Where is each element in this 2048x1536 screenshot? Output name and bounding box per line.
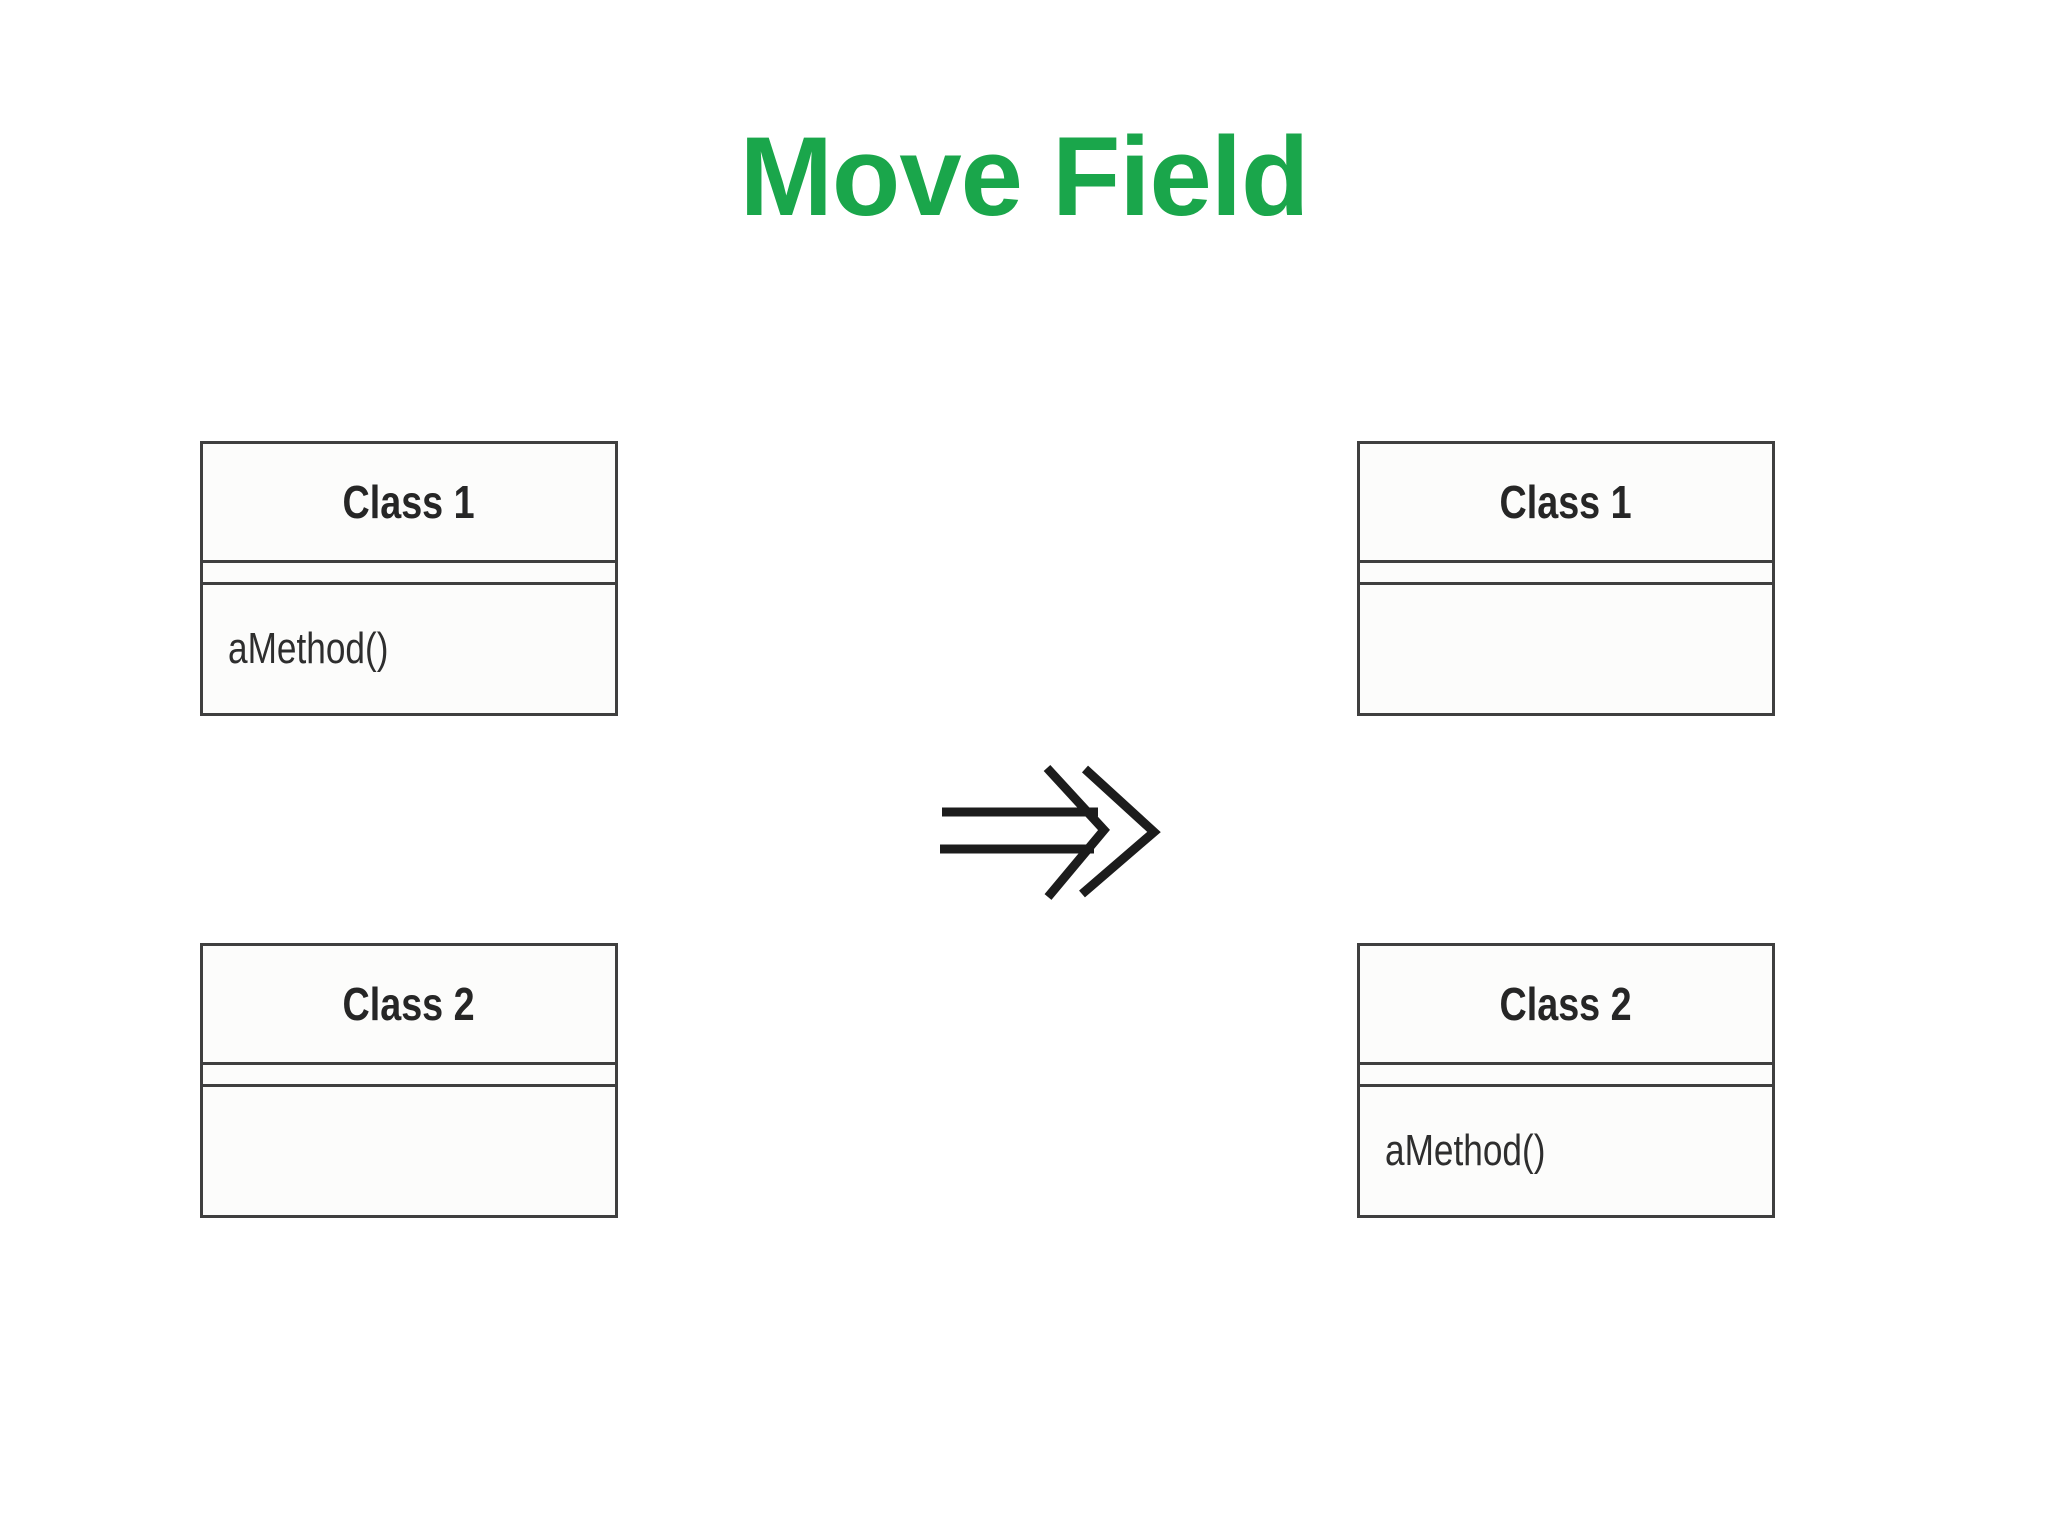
class-name: Class 2 bbox=[342, 978, 476, 1030]
class-attributes-compartment bbox=[1360, 563, 1772, 585]
class-methods-compartment: aMethod() bbox=[203, 585, 615, 713]
class-name-compartment: Class 2 bbox=[203, 946, 615, 1065]
class-name: Class 1 bbox=[342, 476, 476, 528]
class-name-compartment: Class 1 bbox=[1360, 444, 1772, 563]
class-methods-compartment bbox=[1360, 585, 1772, 713]
class-method: aMethod() bbox=[228, 624, 389, 673]
uml-class-box-after-class1: Class 1 bbox=[1357, 441, 1775, 716]
class-name-compartment: Class 1 bbox=[203, 444, 615, 563]
uml-class-box-before-class1: Class 1 aMethod() bbox=[200, 441, 618, 716]
class-methods-compartment: aMethod() bbox=[1360, 1087, 1772, 1215]
class-methods-compartment bbox=[203, 1087, 615, 1215]
class-method: aMethod() bbox=[1385, 1126, 1546, 1175]
class-attributes-compartment bbox=[203, 1065, 615, 1087]
slide-title: Move Field bbox=[739, 114, 1310, 239]
double-chevron-right-arrow-icon bbox=[940, 764, 1161, 900]
class-name: Class 1 bbox=[1499, 476, 1633, 528]
class-name-compartment: Class 2 bbox=[1360, 946, 1772, 1065]
class-attributes-compartment bbox=[1360, 1065, 1772, 1087]
uml-class-box-before-class2: Class 2 bbox=[200, 943, 618, 1218]
uml-class-box-after-class2: Class 2 aMethod() bbox=[1357, 943, 1775, 1218]
class-attributes-compartment bbox=[203, 563, 615, 585]
class-name: Class 2 bbox=[1499, 978, 1633, 1030]
